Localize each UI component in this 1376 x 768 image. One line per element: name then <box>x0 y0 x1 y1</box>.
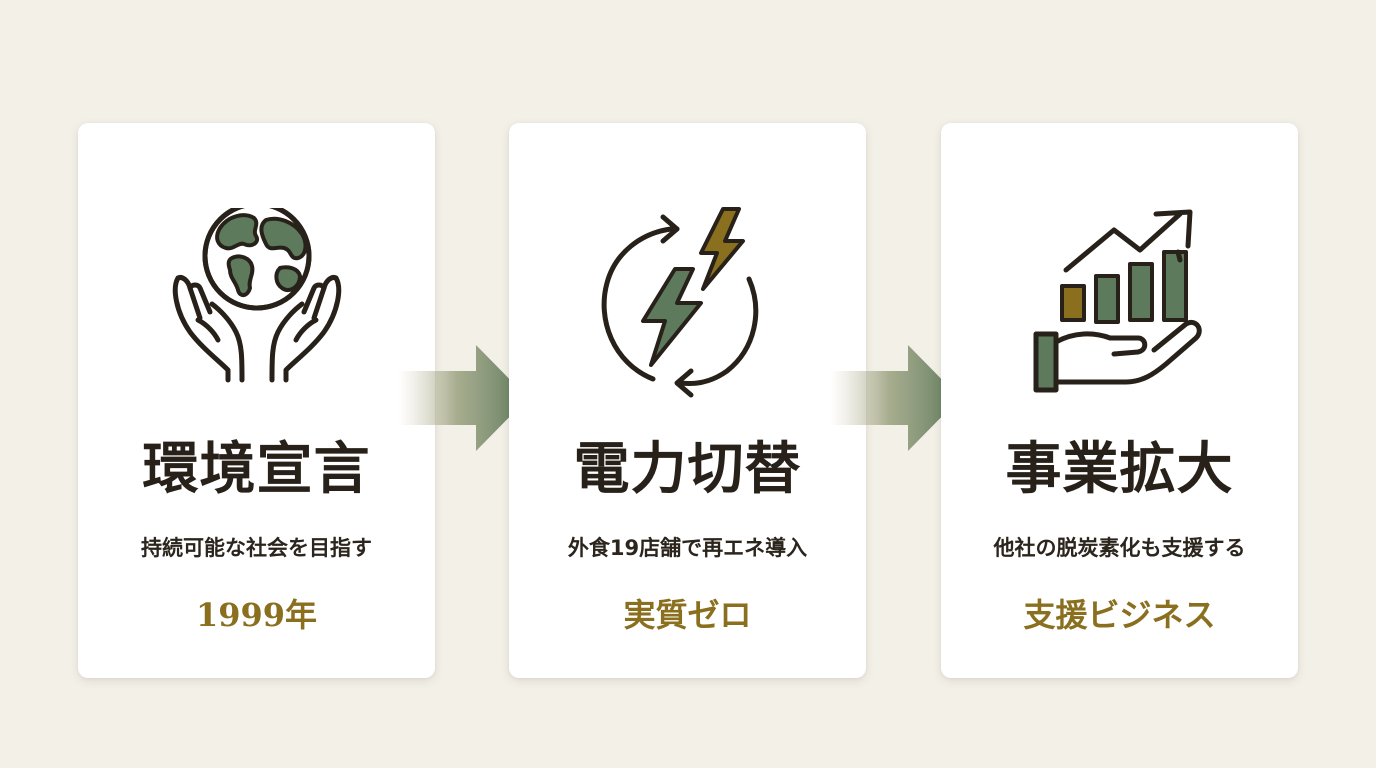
globe-in-hands-icon <box>78 203 435 403</box>
right-arrow-icon <box>398 345 528 451</box>
step-card-business-expansion: 事業拡大 他社の脱炭素化も支援する 支援ビジネス <box>941 123 1298 678</box>
step-description: 他社の脱炭素化も支援する <box>993 536 1246 560</box>
renewable-energy-icon <box>509 203 866 403</box>
business-growth-icon <box>941 203 1298 403</box>
right-arrow-icon <box>830 345 960 451</box>
step-title: 事業拡大 <box>1005 436 1234 502</box>
step-tag: 1999年 <box>195 596 318 634</box>
step-title: 環境宣言 <box>142 436 371 502</box>
step-title: 電力切替 <box>573 436 802 502</box>
step-card-power-switch: 電力切替 外食19店舗で再エネ導入 実質ゼロ <box>509 123 866 678</box>
step-tag: 実質ゼロ <box>623 596 752 634</box>
step-card-environment-declaration: 環境宣言 持続可能な社会を目指す 1999年 <box>78 123 435 678</box>
step-tag: 支援ビジネス <box>1023 596 1216 634</box>
step-description: 持続可能な社会を目指す <box>141 536 372 560</box>
step-description: 外食19店舗で再エネ導入 <box>567 536 808 560</box>
